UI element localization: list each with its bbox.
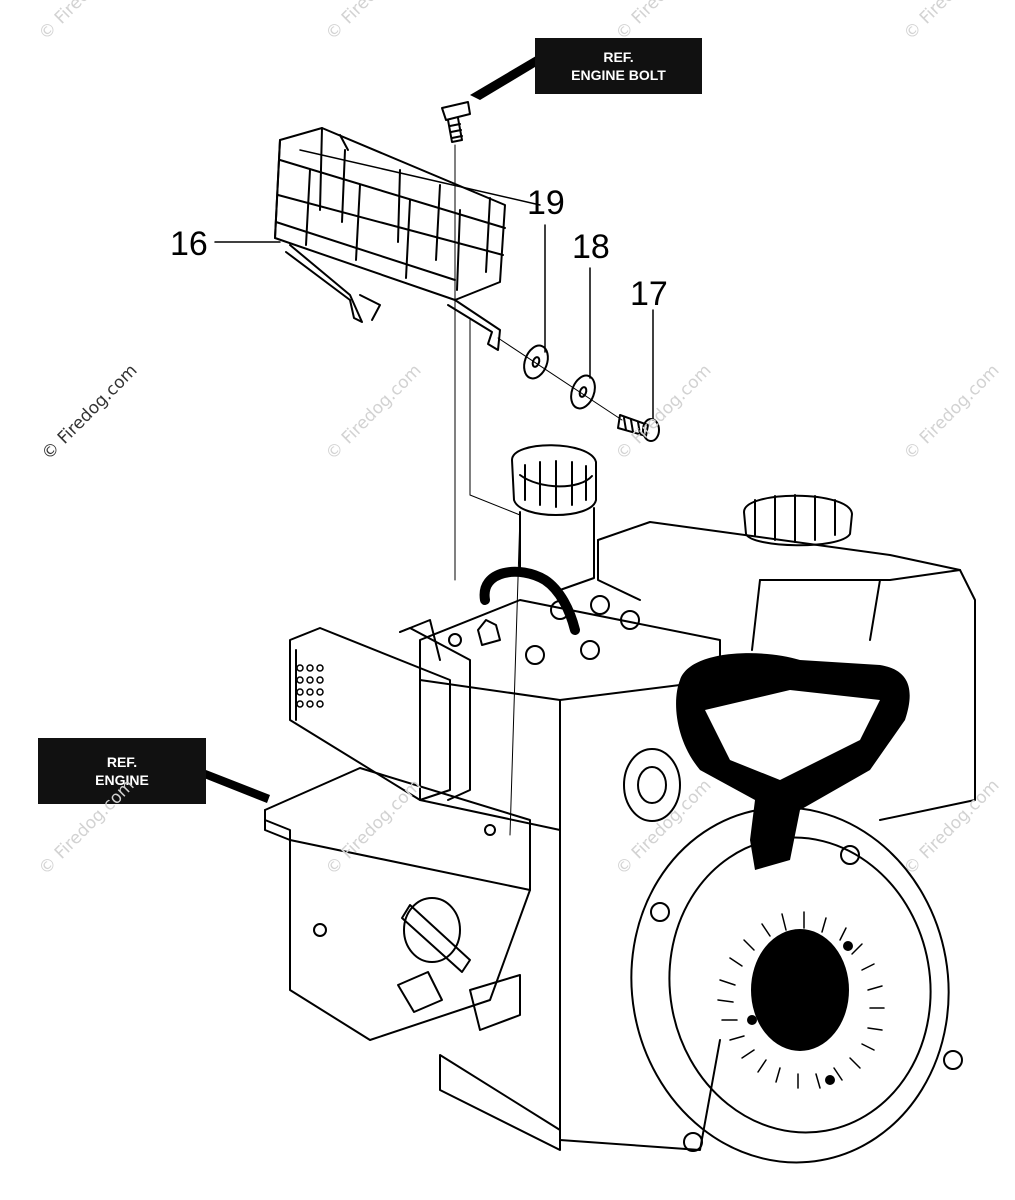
- callout-18: 18: [572, 228, 610, 266]
- wire-guard-part: [274, 127, 541, 351]
- engine-bolt-part: [441, 101, 471, 143]
- washer-18: [570, 374, 596, 410]
- ref-engine-bolt-label: REF. ENGINE BOLT: [535, 38, 702, 94]
- ref-engine-line1: REF.: [106, 754, 138, 770]
- ref-engine-bolt-line2: ENGINE BOLT: [571, 67, 666, 83]
- washer-19: [523, 344, 549, 380]
- callout-16: 16: [170, 225, 208, 263]
- ref-engine-label: REF. ENGINE: [38, 738, 206, 804]
- ref-engine-bolt-line1: REF.: [603, 49, 634, 65]
- engine-part: [264, 444, 976, 1164]
- callout-19: 19: [527, 184, 565, 222]
- ref-engine-line2: ENGINE: [95, 772, 149, 788]
- bolt-17: [617, 414, 660, 442]
- recoil-handle: [676, 653, 910, 870]
- callout-17: 17: [630, 275, 668, 313]
